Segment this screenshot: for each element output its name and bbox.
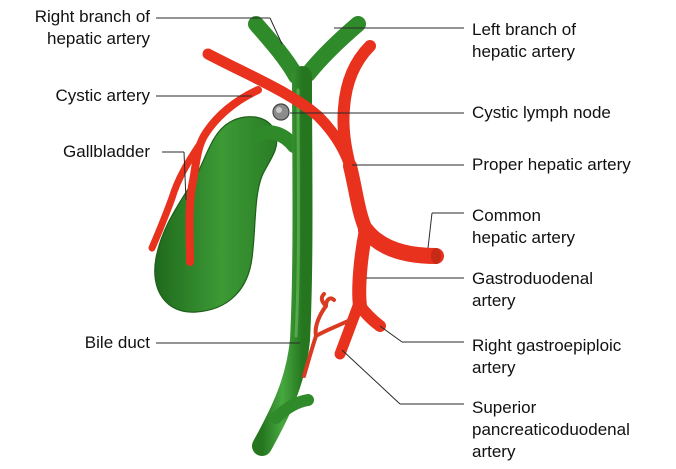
label-gastroduodenal-artery: Gastroduodenal artery	[472, 268, 593, 312]
leader-common-hepatic-2	[428, 213, 432, 248]
gallbladder-shape	[155, 117, 277, 312]
label-proper-hepatic-artery: Proper hepatic artery	[472, 154, 631, 176]
leader-right-gastroepiploic	[380, 326, 402, 342]
label-common-hepatic-artery: Common hepatic artery	[472, 205, 575, 249]
cystic-lymph-node	[273, 104, 289, 120]
common-hepatic-artery-cut-end	[431, 248, 441, 264]
label-superior-pancreaticoduodenal-artery: Superior pancreaticoduodenal artery	[472, 397, 630, 463]
right-gastroepiploic-artery	[360, 306, 380, 326]
proper-hepatic-artery	[350, 166, 366, 230]
label-left-branch-hepatic-artery: Left branch of hepatic artery	[472, 19, 576, 63]
label-cystic-lymph-node: Cystic lymph node	[472, 102, 611, 124]
superior-pancreaticoduodenal-artery	[340, 306, 358, 354]
label-gallbladder: Gallbladder	[0, 141, 150, 163]
common-hepatic-artery	[366, 230, 436, 256]
leader-superior-pancreatico	[342, 350, 400, 404]
gastroduodenal-artery	[359, 230, 366, 306]
label-bile-duct: Bile duct	[0, 332, 150, 354]
label-cystic-artery: Cystic artery	[0, 85, 150, 107]
label-right-gastroepiploic-artery: Right gastroepiploic artery	[472, 335, 621, 379]
label-right-branch-hepatic-artery: Right branch of hepatic artery	[0, 6, 150, 50]
left-branch-hepatic-artery	[343, 46, 370, 166]
